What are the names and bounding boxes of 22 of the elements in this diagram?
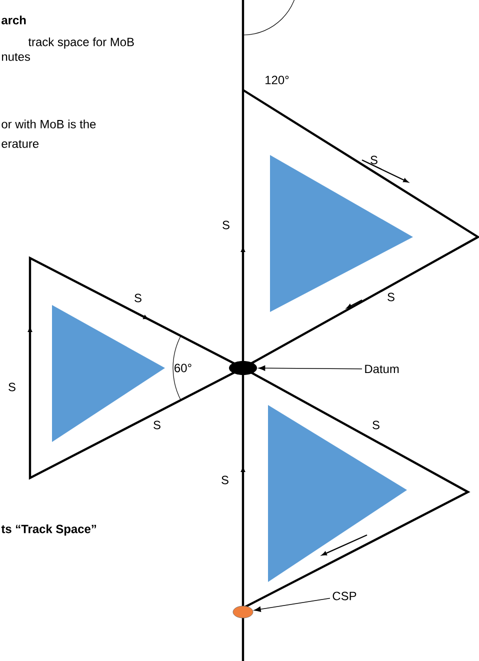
side-label: S: [222, 476, 228, 484]
note-text: nutes: [2, 53, 30, 61]
arrow: [254, 598, 330, 612]
note-text: ts “Track Space”: [1, 524, 96, 536]
point-label: CSP: [332, 592, 356, 600]
note-text: arch: [2, 16, 26, 24]
angle-label: 120°: [266, 76, 289, 84]
side-label: S: [372, 420, 380, 430]
note-text: track space for MoB: [28, 37, 134, 49]
side-label: S: [134, 294, 142, 302]
side-label: S: [8, 382, 16, 392]
note-text: or with MoB is the: [2, 120, 96, 128]
side-label: S: [388, 292, 394, 302]
note-text: erature: [2, 140, 39, 148]
side-label: S: [222, 220, 230, 230]
side-label: S: [154, 420, 160, 430]
arrow: [258, 365, 362, 371]
datum-point: [229, 361, 257, 375]
angle-label: 60°: [174, 364, 192, 372]
side-label: S: [370, 156, 378, 164]
datum-label: Datum: [365, 364, 399, 374]
start-point: [232, 606, 254, 618]
